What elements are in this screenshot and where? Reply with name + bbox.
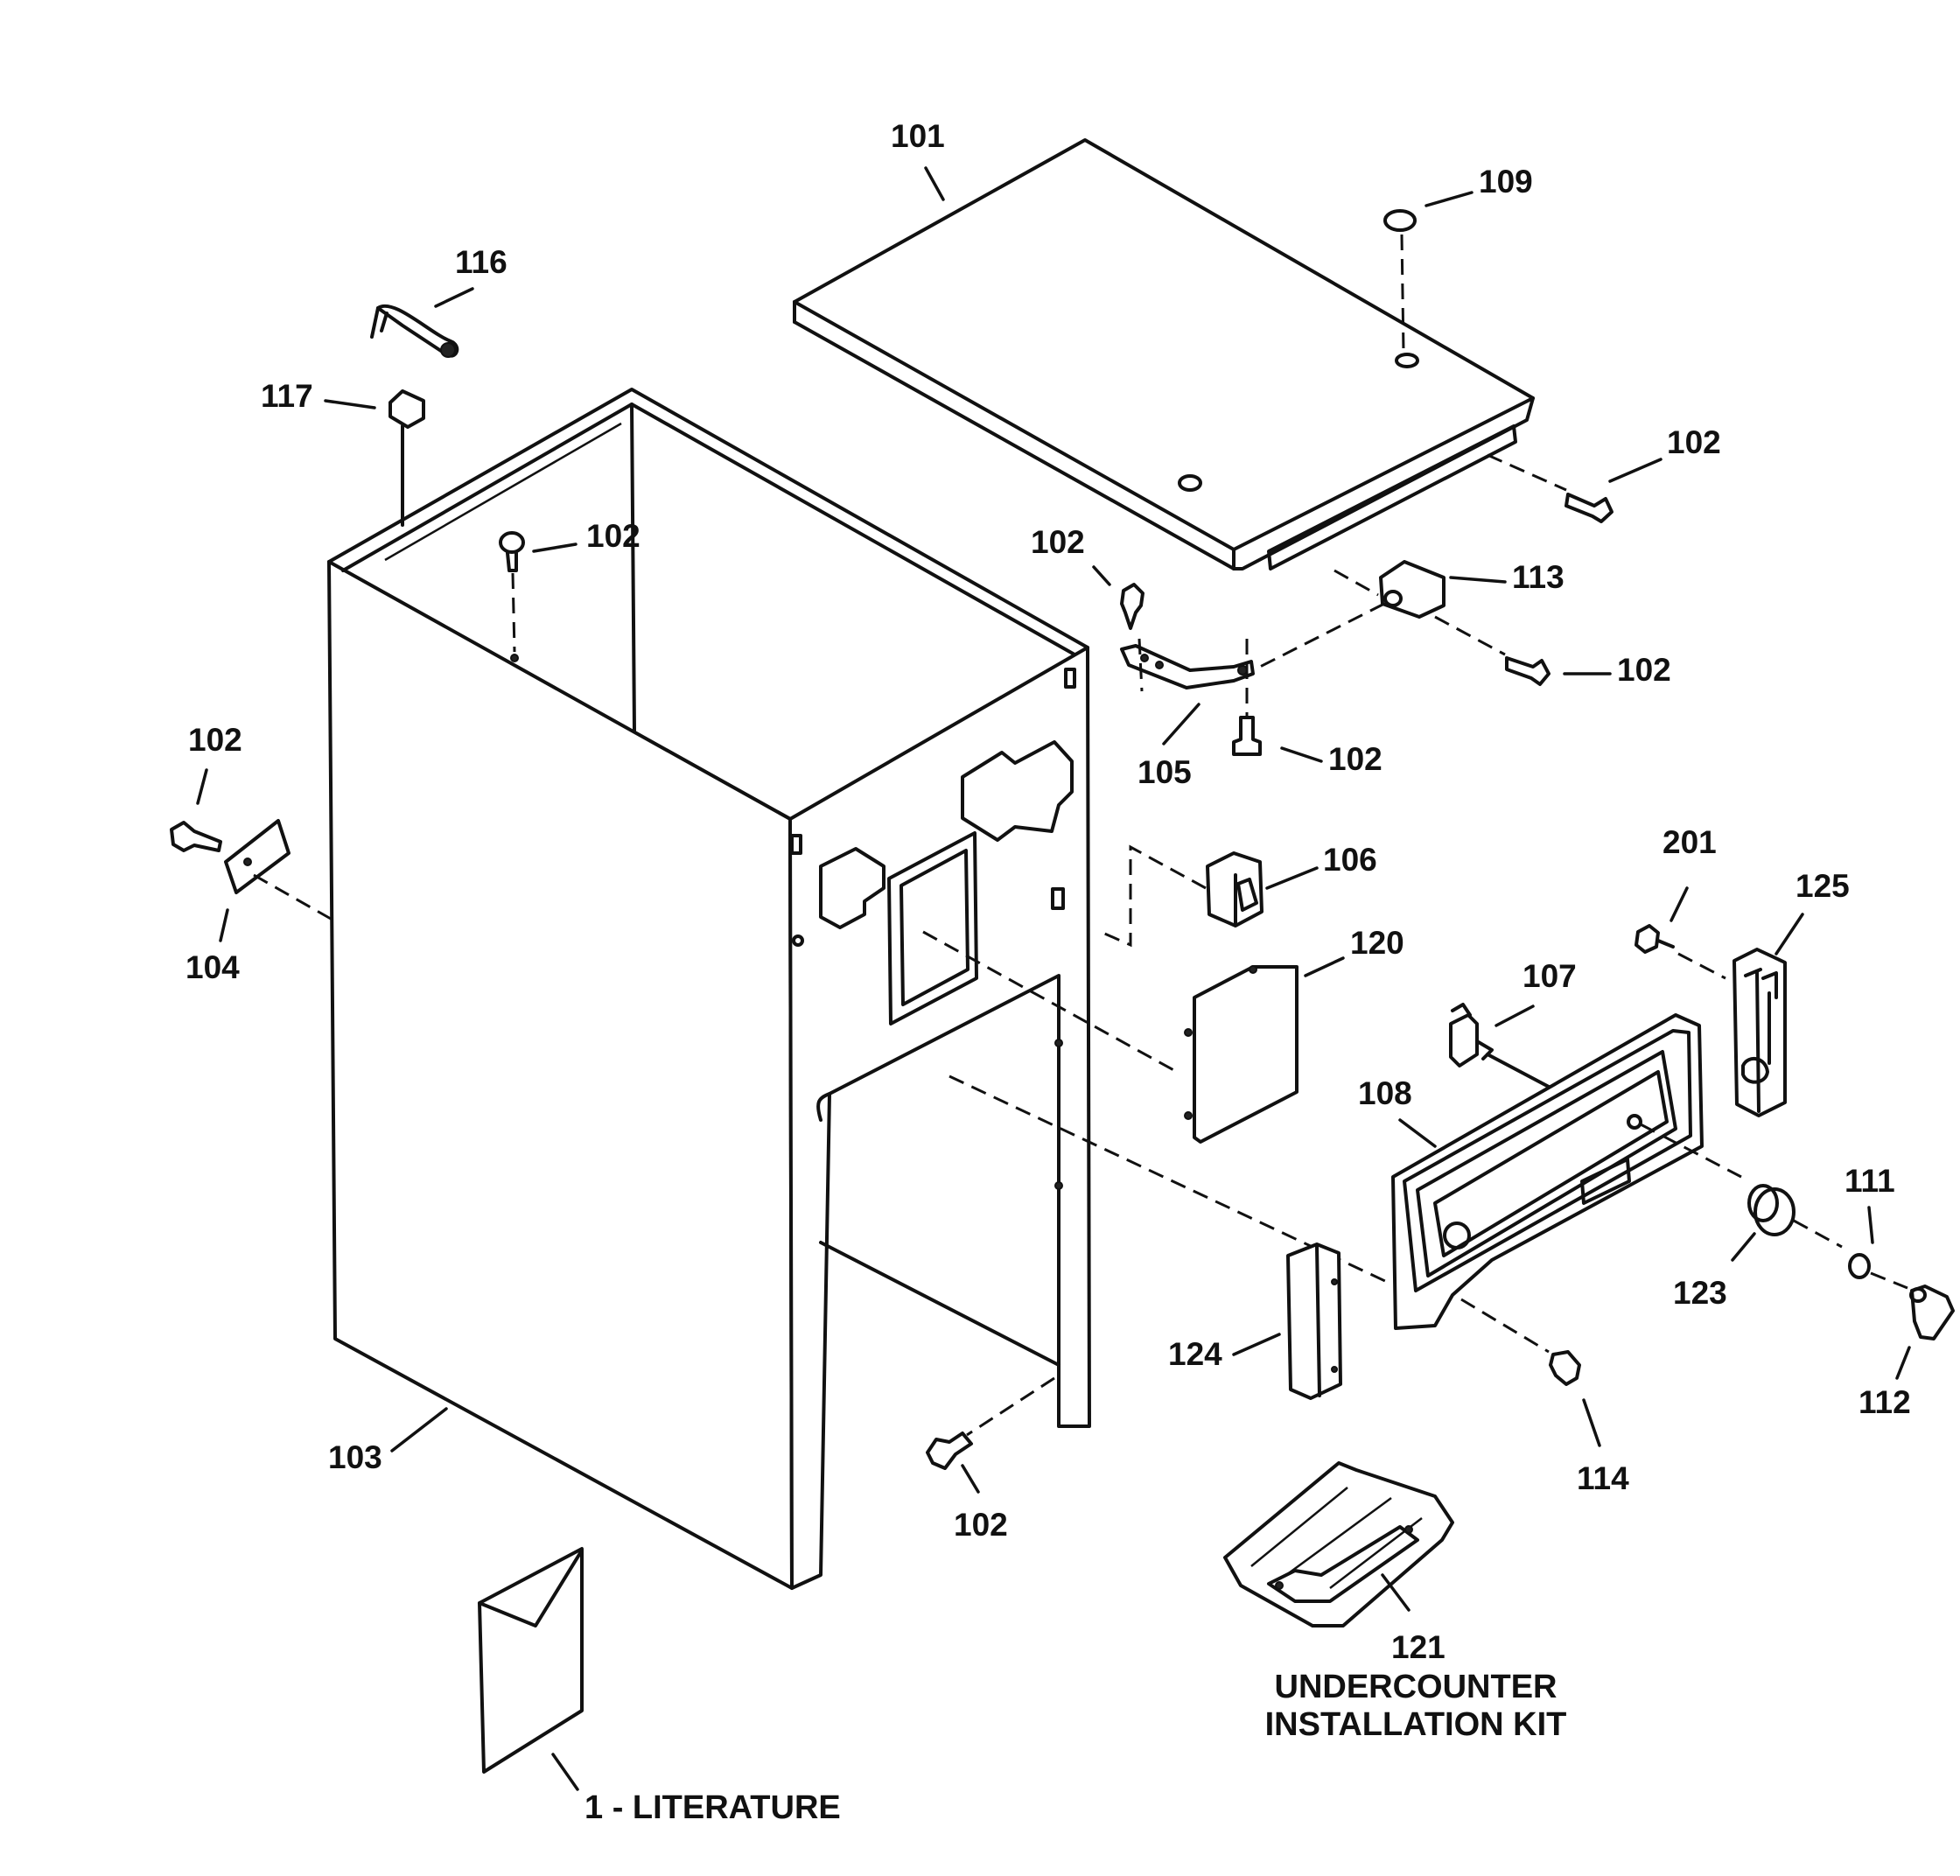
part-102-screw-cabinet-top[interactable] bbox=[499, 531, 525, 653]
label-113: 113 bbox=[1512, 559, 1564, 595]
label-109: 109 bbox=[1479, 164, 1533, 200]
part-111-grommet[interactable] bbox=[1848, 1253, 1908, 1290]
part-102-screw-panel-right[interactable] bbox=[1487, 453, 1614, 523]
label-installation-kit: INSTALLATION KIT bbox=[1265, 1706, 1567, 1743]
label-125: 125 bbox=[1796, 868, 1850, 904]
label-102-left: 102 bbox=[188, 722, 242, 758]
label-112: 112 bbox=[1858, 1384, 1911, 1420]
part-106-rocker-switch[interactable] bbox=[1100, 844, 1264, 948]
label-105: 105 bbox=[1138, 754, 1192, 790]
label-102-cabinet-top: 102 bbox=[586, 518, 640, 554]
part-labels: 101 109 116 117 102 102 102 113 102 102 … bbox=[186, 118, 1911, 1826]
part-125-light-housing[interactable] bbox=[1732, 948, 1787, 1117]
leader-lines bbox=[196, 166, 1911, 1791]
part-102-screw-bottom[interactable] bbox=[926, 1376, 1055, 1470]
part-104-bracket[interactable] bbox=[224, 819, 332, 920]
label-literature: 1 - LITERATURE bbox=[584, 1789, 841, 1826]
part-102-screw-left[interactable] bbox=[170, 821, 222, 852]
label-102-hinge-bottom: 102 bbox=[1328, 741, 1382, 777]
label-undercounter: UNDERCOUNTER bbox=[1275, 1669, 1558, 1705]
label-201: 201 bbox=[1662, 824, 1717, 860]
label-120: 120 bbox=[1350, 925, 1404, 961]
part-109-plug[interactable] bbox=[1383, 209, 1417, 353]
part-124-handle[interactable] bbox=[1286, 1242, 1342, 1400]
label-107: 107 bbox=[1522, 958, 1577, 994]
part-105-hinge-bracket[interactable] bbox=[1120, 638, 1255, 718]
label-111: 111 bbox=[1844, 1163, 1895, 1199]
label-106: 106 bbox=[1323, 842, 1377, 878]
label-101: 101 bbox=[891, 118, 945, 154]
part-121-installation-kit-bag[interactable] bbox=[1223, 1461, 1454, 1628]
label-102-hinge-top: 102 bbox=[1031, 524, 1085, 560]
part-103-cabinet[interactable] bbox=[327, 388, 1091, 1590]
label-124: 124 bbox=[1168, 1336, 1222, 1372]
label-102-panel-right: 102 bbox=[1667, 424, 1721, 460]
part-114-screw[interactable] bbox=[1460, 1298, 1581, 1386]
label-121: 121 bbox=[1391, 1629, 1446, 1665]
label-117: 117 bbox=[261, 378, 313, 414]
label-103: 103 bbox=[328, 1439, 382, 1475]
part-201-screw[interactable] bbox=[1634, 924, 1726, 980]
part-102-screw-hinge-right[interactable] bbox=[1434, 615, 1550, 686]
part-117-grommet[interactable] bbox=[388, 389, 425, 527]
part-116-clip[interactable] bbox=[370, 304, 459, 358]
label-116: 116 bbox=[455, 244, 508, 280]
label-114: 114 bbox=[1577, 1460, 1629, 1496]
part-101-top-panel[interactable] bbox=[793, 138, 1535, 570]
part-112-knob[interactable] bbox=[1909, 1284, 1955, 1340]
part-102-screw-hinge-bottom[interactable] bbox=[1232, 716, 1262, 756]
part-107-thermostat[interactable] bbox=[1449, 1003, 1550, 1088]
label-102-hinge-right: 102 bbox=[1617, 652, 1671, 688]
part-102-screw-hinge-top[interactable] bbox=[1120, 583, 1144, 630]
part-123-bulb-socket[interactable] bbox=[1747, 1184, 1843, 1249]
label-102-bottom: 102 bbox=[954, 1507, 1008, 1543]
part-1-literature-booklet[interactable] bbox=[478, 1547, 584, 1774]
label-104: 104 bbox=[186, 949, 240, 985]
label-108: 108 bbox=[1358, 1075, 1412, 1111]
part-113-hinge-block[interactable] bbox=[1259, 560, 1446, 668]
part-120-access-cover[interactable] bbox=[922, 930, 1298, 1144]
label-123: 123 bbox=[1673, 1275, 1727, 1311]
